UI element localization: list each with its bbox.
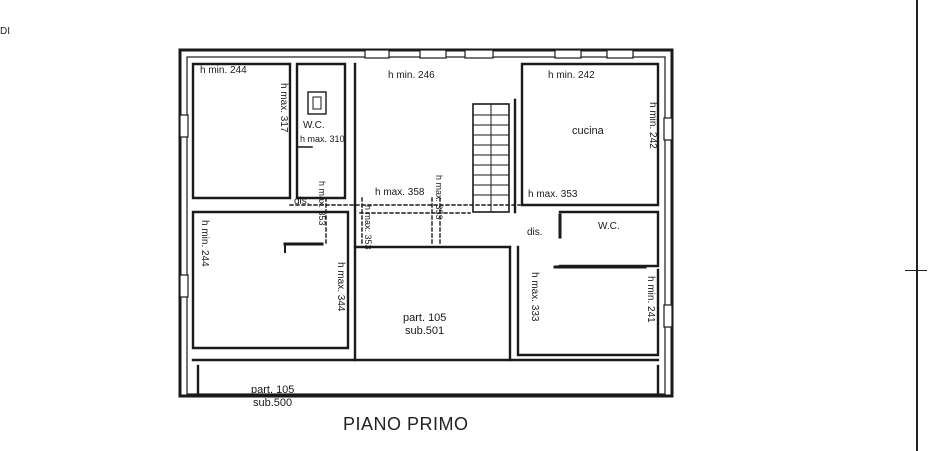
window-left-2 xyxy=(179,274,189,298)
label-part-105-501: part. 105 xyxy=(403,312,447,324)
stair-treads xyxy=(472,103,510,213)
label-h-min-246: h min. 246 xyxy=(388,70,435,81)
label-h-max-stair: h max. 353 xyxy=(434,175,444,220)
room-left xyxy=(191,210,350,350)
label-h-max-344: h max. 344 xyxy=(335,262,346,312)
label-h-max-310: h max. 310 xyxy=(300,134,345,144)
label-h-max-353: h max. 353 xyxy=(528,189,578,200)
label-h-min-241: h min. 241 xyxy=(645,276,656,323)
window-right-2 xyxy=(663,304,673,328)
sheet-border xyxy=(916,0,918,451)
label-h-max-333: h max. 333 xyxy=(529,272,540,322)
label-sub-501: sub.501 xyxy=(405,325,445,337)
label-h-min-242: h min. 242 xyxy=(548,70,595,81)
label-sub-500: sub.500 xyxy=(253,397,293,409)
label-cucina: cucina xyxy=(572,125,604,137)
plan-title: PIANO PRIMO xyxy=(343,414,469,434)
label-part-105-500: part. 105 xyxy=(251,384,295,396)
label-h-min-244-left: h min. 244 xyxy=(199,220,210,267)
label-dis-right: dis. xyxy=(527,227,543,238)
window-top-2 xyxy=(419,49,447,59)
window-top-5 xyxy=(606,49,634,59)
outer-wall-inner xyxy=(186,56,666,395)
label-h-min-242-right: h min. 242 xyxy=(647,102,658,149)
room-wc-top xyxy=(295,62,347,200)
window-top-3 xyxy=(464,49,494,59)
wc-fixture-inner xyxy=(312,96,322,110)
label-wc-right: W.C. xyxy=(598,221,620,232)
window-top-1 xyxy=(364,49,390,59)
room-kitchen xyxy=(520,62,660,207)
label-h-min-244-topleft: h min. 244 xyxy=(200,65,247,76)
window-right-1 xyxy=(663,117,673,141)
label-wc-top: W.C. xyxy=(303,120,325,131)
room-right-lower xyxy=(516,245,660,357)
room-topleft xyxy=(191,62,292,200)
wc-fixture xyxy=(307,91,327,115)
label-h-max-358: h max. 358 xyxy=(375,187,425,198)
label-dis-left: dis. xyxy=(294,196,310,207)
label-h-max-left-corridor: h max. 353 xyxy=(317,181,327,226)
window-top-4 xyxy=(554,49,582,59)
label-h-max-317: h max. 317 xyxy=(278,83,289,133)
sheet-tick-mark xyxy=(905,270,927,271)
window-left-1 xyxy=(179,114,189,138)
label-h-max-mid-corridor: h max. 353 xyxy=(363,205,373,250)
corner-label: DI xyxy=(0,26,10,37)
